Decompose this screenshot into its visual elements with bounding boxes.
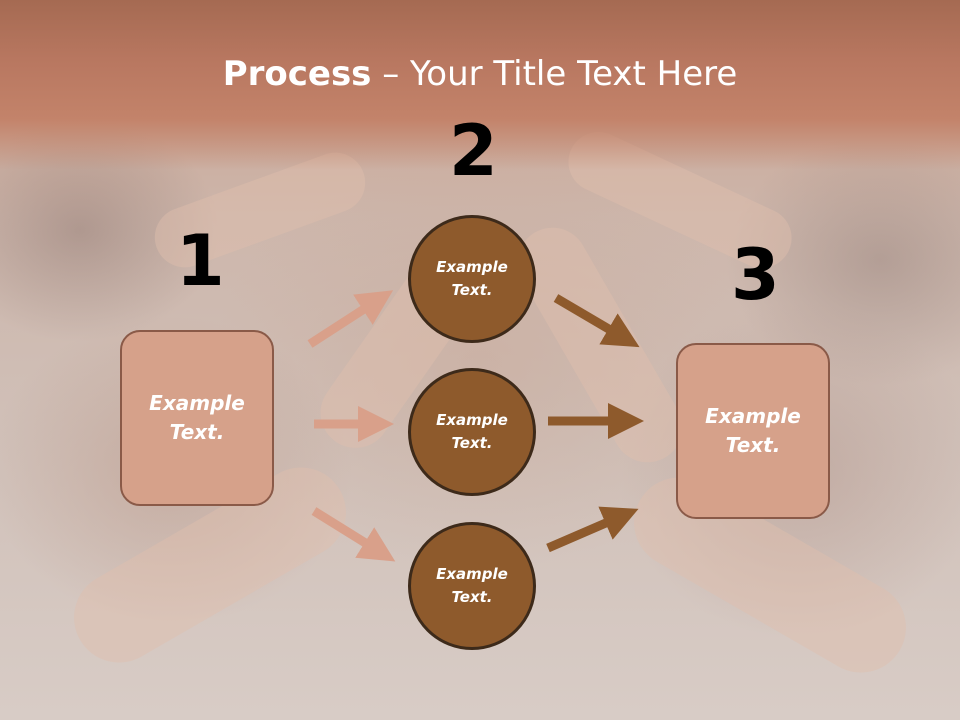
circle-middle[interactable]: Example Text. [408, 368, 536, 496]
title-rest: – Your Title Text Here [371, 54, 738, 94]
circle-top[interactable]: Example Text. [408, 215, 536, 343]
arrow-left-to-top [307, 290, 394, 348]
title-bold: Process [222, 54, 372, 94]
circle-bottom[interactable]: Example Text. [408, 522, 536, 650]
step-number-3: 3 [731, 234, 780, 316]
step-number-2: 2 [449, 110, 498, 192]
right-text-box[interactable]: Example Text. [676, 343, 830, 519]
slide-title: Process – Your Title Text Here [0, 52, 960, 96]
title-band [0, 0, 960, 170]
arrow-bottom-to-right [546, 506, 639, 553]
arrow-left-to-bottom [311, 507, 396, 562]
left-text-box[interactable]: Example Text. [120, 330, 274, 506]
arrow-top-to-right [553, 294, 640, 348]
step-number-1: 1 [176, 220, 225, 302]
